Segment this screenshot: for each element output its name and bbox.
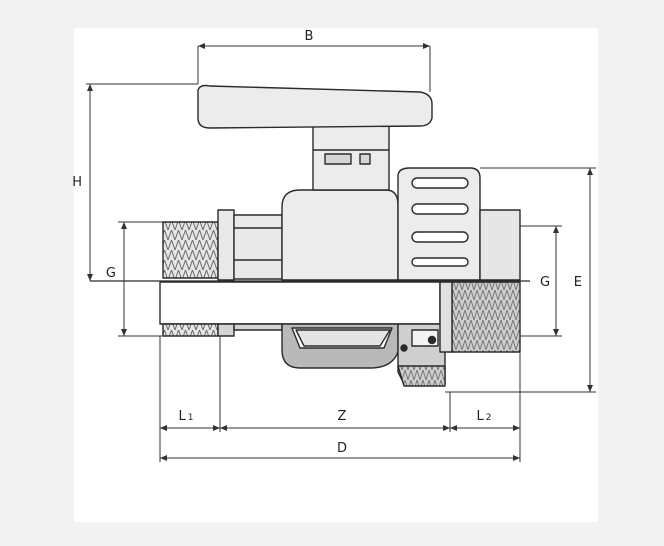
- valve-body: [90, 84, 530, 387]
- dim-label-e: E: [574, 275, 582, 290]
- dim-label-g-left: G: [106, 266, 116, 281]
- body-housing: [281, 189, 399, 281]
- dim-label-g-right: G: [540, 275, 550, 290]
- dim-label-b: B: [305, 29, 314, 44]
- dimension-lines: [86, 43, 596, 462]
- left-collar: [217, 209, 235, 281]
- dim-label-z: Z: [338, 409, 347, 424]
- handle-lever: [197, 84, 433, 129]
- dim-label-d: D: [337, 441, 347, 456]
- female-socket-thread: [451, 281, 521, 353]
- union-nut: [397, 167, 481, 281]
- ball-section: [295, 329, 391, 347]
- o-ring: [427, 335, 437, 345]
- section-bore: [159, 281, 441, 325]
- dim-label-h: H: [72, 175, 82, 190]
- male-thread-end: [162, 221, 219, 279]
- female-socket-upper: [479, 209, 521, 281]
